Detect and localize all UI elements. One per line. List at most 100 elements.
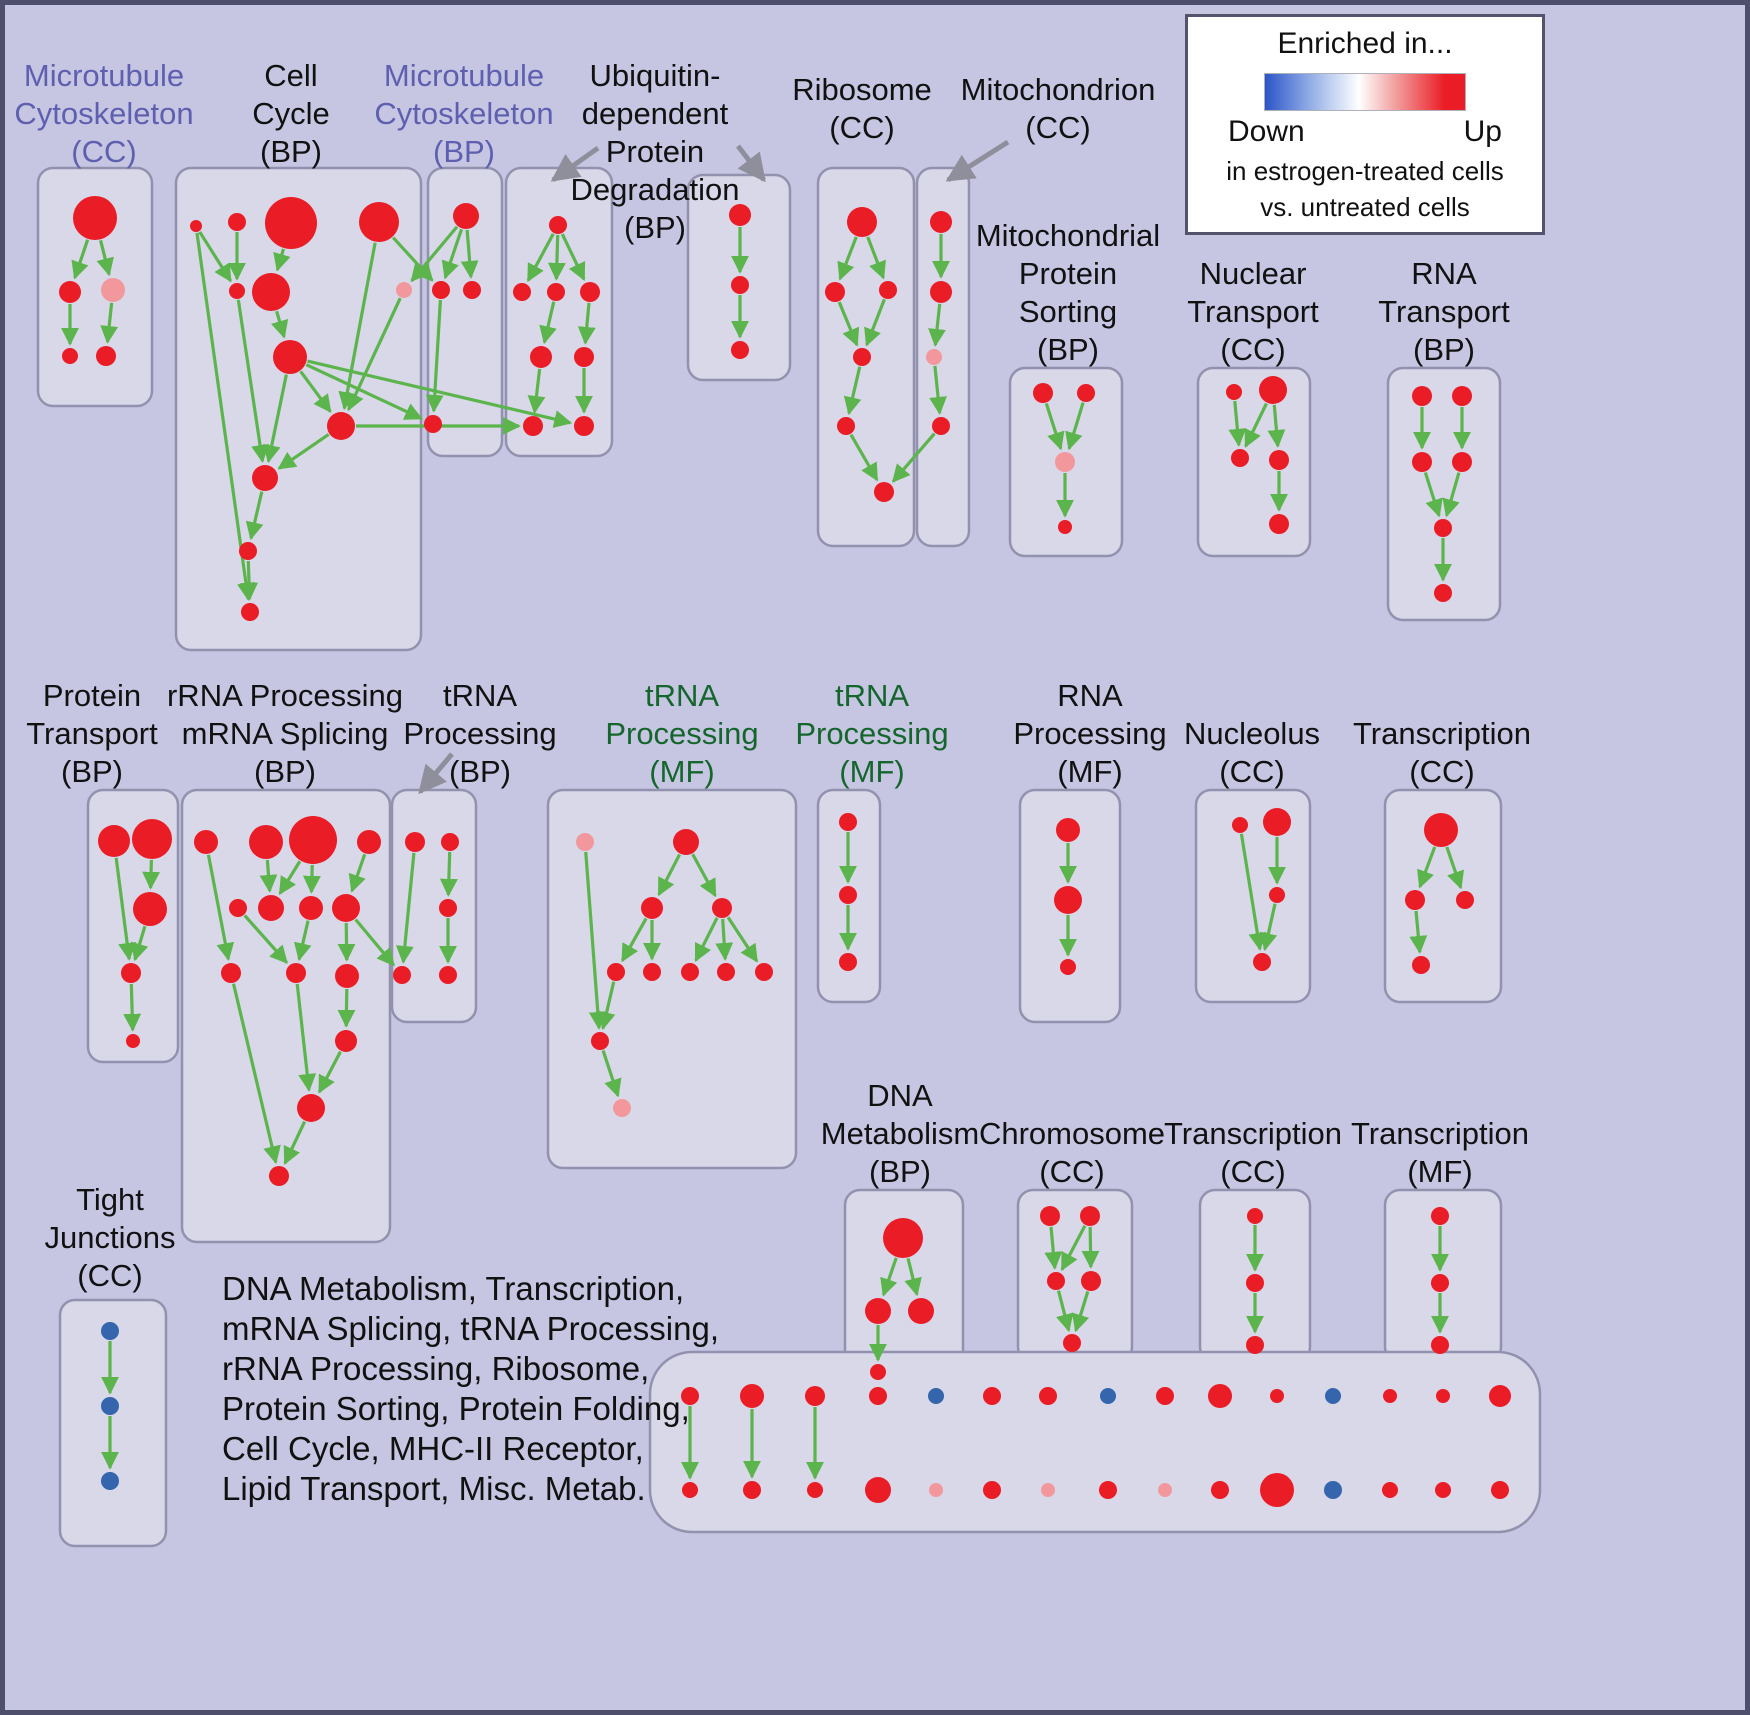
go-term-node-rrna-processing-mrna-splicing-bp xyxy=(221,963,241,983)
go-term-node-ubiquitin-degradation-right xyxy=(731,341,749,359)
edge-arrow xyxy=(891,432,936,483)
go-term-node-misc-clusters xyxy=(1436,1389,1450,1403)
go-term-node-ubiquitin-degradation-left xyxy=(580,282,600,302)
go-term-node-trna-processing-mf-large xyxy=(673,829,699,855)
edge-arrow xyxy=(439,851,458,897)
go-term-node-cell-cycle-bp xyxy=(273,340,307,374)
go-term-node-misc-clusters xyxy=(1491,1481,1509,1499)
edge-arrow xyxy=(1423,471,1443,518)
go-term-node-misc-clusters xyxy=(1156,1387,1174,1405)
cluster-box-rna-transport-bp xyxy=(1386,366,1502,622)
go-term-node-rna-transport-bp xyxy=(1412,452,1432,472)
go-term-node-misc-clusters xyxy=(1260,1473,1294,1507)
label-misc-cluster-caption: DNA Metabolism, Transcription,mRNA Splic… xyxy=(222,1270,719,1507)
go-term-node-rna-transport-bp xyxy=(1452,386,1472,406)
edge-arrow xyxy=(1442,472,1461,518)
edge-arrow xyxy=(837,301,860,347)
edge-arrow xyxy=(273,248,291,272)
go-term-node-misc-clusters xyxy=(928,1388,944,1404)
go-term-node-tight-junctions-cc xyxy=(101,1397,119,1415)
edge-arrow xyxy=(195,232,255,601)
go-term-node-misc-clusters xyxy=(1041,1483,1055,1497)
go-term-node-chromosome-cc xyxy=(1081,1271,1101,1291)
edge-arrow xyxy=(866,236,886,280)
edge-arrow xyxy=(307,359,573,428)
go-term-node-rrna-processing-mrna-splicing-bp xyxy=(299,896,323,920)
go-term-node-trna-processing-bp xyxy=(441,833,459,851)
edge-arrow xyxy=(337,922,356,962)
edge-arrow xyxy=(880,1257,898,1297)
go-term-node-misc-clusters xyxy=(805,1386,825,1406)
go-term-node-protein-transport-bp xyxy=(132,819,172,859)
go-term-node-misc-clusters xyxy=(865,1477,891,1503)
legend-title: Enriched in... xyxy=(1277,27,1453,60)
edge-arrow xyxy=(1409,910,1428,954)
edge-arrow xyxy=(348,853,367,893)
edge-arrow xyxy=(1417,846,1437,889)
go-term-node-misc-clusters xyxy=(740,1384,764,1408)
go-term-node-trna-processing-mf-small xyxy=(839,886,857,904)
go-term-node-dna-metabolism-bp xyxy=(870,1364,886,1380)
edges-layer xyxy=(61,225,1471,1480)
edge-arrow xyxy=(1056,1290,1074,1333)
edge-arrow xyxy=(1228,400,1247,447)
edge-arrow xyxy=(299,370,332,413)
go-term-node-tight-junctions-cc xyxy=(101,1322,119,1340)
edge-arrow xyxy=(1267,404,1286,448)
edge-arrow xyxy=(283,1120,307,1165)
go-term-node-microtubule-cytoskeleton-bp xyxy=(463,281,481,299)
go-term-node-cell-cycle-bp xyxy=(252,273,290,311)
legend-subtitle-line1: in estrogen-treated cells xyxy=(1226,156,1504,186)
go-term-node-ubiquitin-degradation-left xyxy=(574,416,594,436)
go-term-node-cell-cycle-bp xyxy=(265,197,317,249)
go-term-node-ubiquitin-degradation-right xyxy=(731,276,749,294)
go-term-node-nuclear-transport-cc xyxy=(1231,449,1249,467)
edge-arrow xyxy=(560,233,586,281)
go-term-node-ribosome-cc xyxy=(825,282,845,302)
go-term-node-protein-transport-bp xyxy=(133,892,167,926)
edge-arrow xyxy=(929,365,947,415)
go-term-node-nuclear-transport-cc xyxy=(1269,450,1289,470)
go-term-node-transcription-cc-upper xyxy=(1412,956,1430,974)
go-term-node-nucleolus-cc xyxy=(1263,808,1291,836)
go-term-node-microtubule-cytoskeleton-cc xyxy=(96,346,116,366)
edge-arrow xyxy=(245,491,264,541)
edge-arrow xyxy=(1044,402,1065,451)
edge-arrow xyxy=(657,853,682,897)
edge-arrow xyxy=(1065,402,1085,451)
go-term-node-trna-processing-bp xyxy=(405,832,425,852)
go-term-node-rna-transport-bp xyxy=(1434,519,1452,537)
go-term-node-trna-processing-mf-small xyxy=(839,953,857,971)
go-term-node-dna-metabolism-bp xyxy=(908,1298,934,1324)
go-term-node-cell-cycle-bp xyxy=(228,213,246,231)
edge-arrow xyxy=(278,860,302,896)
go-term-node-misc-clusters xyxy=(983,1481,1001,1499)
edge-arrow xyxy=(539,301,557,345)
edge-arrow xyxy=(620,917,648,963)
legend-subtitle-line2: vs. untreated cells xyxy=(1260,192,1470,222)
go-term-node-rrna-processing-mrna-splicing-bp xyxy=(229,899,247,917)
edge-arrow xyxy=(1071,1291,1090,1333)
go-term-node-microtubule-cytoskeleton-bp xyxy=(432,281,450,299)
go-term-node-transcription-cc-upper xyxy=(1405,890,1425,910)
go-term-node-nucleolus-cc xyxy=(1253,953,1271,971)
go-term-node-rna-transport-bp xyxy=(1434,584,1452,602)
go-term-node-misc-clusters xyxy=(1208,1384,1232,1408)
go-term-node-trna-processing-mf-large xyxy=(641,897,663,919)
edge-arrow xyxy=(1445,846,1465,890)
go-term-node-nucleolus-cc xyxy=(1232,817,1248,833)
edge-arrow xyxy=(597,981,616,1031)
cluster-box-microtubule-cytoskeleton-cc xyxy=(36,166,154,408)
go-term-node-misc-clusters xyxy=(929,1483,943,1497)
go-term-node-ribosome-cc xyxy=(847,207,877,237)
go-term-node-protein-transport-bp xyxy=(126,1034,140,1048)
edge-arrow xyxy=(1244,402,1268,448)
edge-arrow xyxy=(527,368,546,414)
edge-arrow xyxy=(715,918,734,961)
callout-arrow-0 xyxy=(550,145,600,183)
